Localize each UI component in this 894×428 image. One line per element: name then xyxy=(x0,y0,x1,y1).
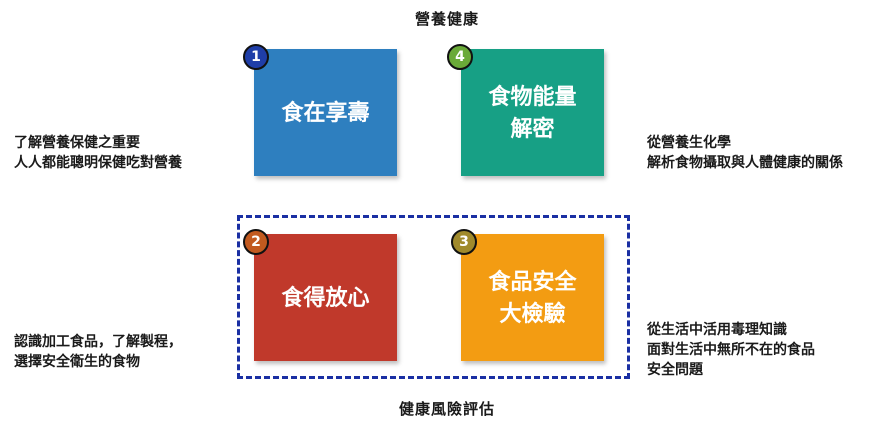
box-3: 食品安全 大檢驗 xyxy=(461,234,604,361)
desc-top-right: 從營養生化學 解析食物攝取與人體健康的關係 xyxy=(647,135,843,171)
box-2-title: 食得放心 xyxy=(281,284,370,311)
box-1-title: 食在享壽 xyxy=(281,99,370,126)
bottom-heading: 健康風險評估 xyxy=(398,400,495,418)
box-4: 食物能量 解密 xyxy=(461,49,604,176)
desc-bottom-left: 認識加工食品，了解製程， 選擇安全衛生的食物 xyxy=(14,334,182,370)
badge-3: 3 xyxy=(451,229,477,255)
badge-2: 2 xyxy=(243,229,269,255)
box-4-title: 食物能量 解密 xyxy=(488,83,577,142)
box-3-title: 食品安全 大檢驗 xyxy=(488,268,577,327)
badge-1: 1 xyxy=(243,44,269,70)
desc-top-left: 了解營養保健之重要 人人都能聰明保健吃對營養 xyxy=(14,135,182,171)
badge-4: 4 xyxy=(447,44,473,70)
box-1: 食在享壽 xyxy=(254,49,397,176)
dashed-frame xyxy=(237,215,630,379)
desc-bottom-right: 從生活中活用毒理知識 面對生活中無所不在的食品 安全問題 xyxy=(647,322,815,378)
box-2: 食得放心 xyxy=(254,234,397,361)
top-heading: 營養健康 xyxy=(414,10,479,28)
